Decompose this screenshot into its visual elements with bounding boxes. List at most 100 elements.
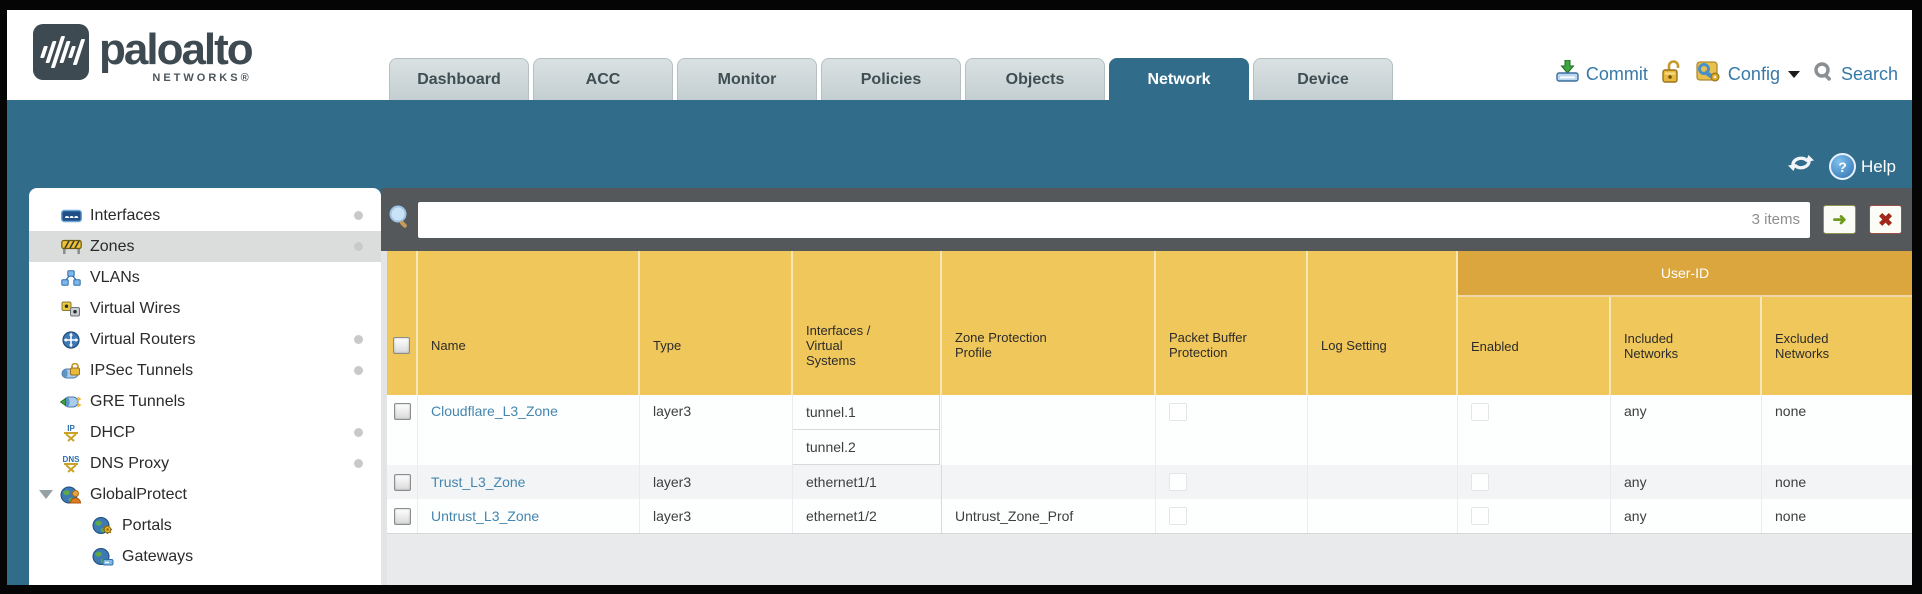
user-id-enabled-checkbox[interactable] <box>1471 473 1489 491</box>
green-arrow-icon: ➜ <box>1832 210 1847 229</box>
column-header-log-setting[interactable]: Log Setting <box>1308 251 1458 395</box>
row-select-cell <box>387 395 418 465</box>
zone-type-cell: layer3 <box>640 395 793 465</box>
virtual-routers-icon <box>59 330 83 349</box>
column-header-packet-buffer-protection[interactable]: Packet Buffer Protection <box>1156 251 1308 395</box>
utility-links: Commit Config Search <box>1555 10 1912 100</box>
help-icon: ? <box>1829 153 1857 180</box>
user-id-enabled-checkbox[interactable] <box>1471 507 1489 525</box>
search-label: Search <box>1840 64 1898 84</box>
row-checkbox[interactable] <box>393 507 411 525</box>
collapse-expander-icon[interactable] <box>39 490 53 499</box>
sidebar-item-ipsec-tunnels[interactable]: IPSec Tunnels <box>29 355 381 386</box>
apply-filter-button[interactable]: ➜ <box>1823 205 1856 234</box>
zone-protection-profile-cell: Untrust_Zone_Prof <box>942 499 1156 533</box>
column-header-name[interactable]: Name <box>418 251 640 395</box>
zone-name-link[interactable]: Cloudflare_L3_Zone <box>431 403 558 419</box>
excluded-networks-cell: none <box>1775 474 1807 490</box>
sidebar-item-zones[interactable]: Zones <box>29 231 381 262</box>
sidebar-item-globalprotect[interactable]: GlobalProtect <box>29 479 381 510</box>
status-dot <box>354 459 363 468</box>
tab-objects[interactable]: Objects <box>965 58 1105 100</box>
packet-buffer-checkbox[interactable] <box>1169 507 1187 525</box>
filter-search-icon <box>387 204 411 235</box>
help-button[interactable]: ? Help <box>1829 153 1896 180</box>
virtual-wires-icon <box>59 301 83 317</box>
paloalto-logo-icon <box>33 24 89 80</box>
search-icon <box>1813 61 1835 88</box>
red-x-icon: ✖ <box>1877 209 1894 230</box>
sidebar-item-virtual-routers[interactable]: Virtual Routers <box>29 324 381 355</box>
zone-type-cell: layer3 <box>640 499 793 533</box>
tab-monitor[interactable]: Monitor <box>677 58 817 100</box>
brand-text: paloalto NETWORKS® <box>99 24 254 84</box>
sidebar-item-portals[interactable]: Portals <box>29 510 381 541</box>
globalprotect-icon <box>59 486 83 504</box>
packet-buffer-protection-cell <box>1156 465 1308 499</box>
config-icon <box>1696 60 1722 88</box>
commit-label: Commit <box>1585 63 1648 84</box>
app-window: paloalto NETWORKS® Dashboard ACC Monitor… <box>7 10 1912 585</box>
status-dot <box>354 366 363 375</box>
lock-button[interactable] <box>1661 60 1683 88</box>
zones-table: Name Type Interfaces / Virtual Systems Z… <box>381 251 1912 585</box>
interface-entry: tunnel.1 <box>793 395 940 430</box>
global-search-button[interactable]: Search <box>1813 61 1898 88</box>
tab-policies[interactable]: Policies <box>821 58 961 100</box>
column-header-type[interactable]: Type <box>640 251 793 395</box>
tab-network[interactable]: Network <box>1109 58 1249 100</box>
unlocked-padlock-icon <box>1661 60 1683 88</box>
filter-toolbar: 3 items ➜ ✖ <box>381 188 1912 251</box>
log-setting-cell <box>1308 465 1458 499</box>
refresh-icon[interactable] <box>1787 151 1815 180</box>
packet-buffer-checkbox[interactable] <box>1169 403 1187 421</box>
column-header-excluded-networks[interactable]: Excluded Networks <box>1775 331 1830 361</box>
commit-button[interactable]: Commit <box>1555 59 1648 88</box>
filter-input[interactable] <box>418 201 1810 238</box>
row-checkbox[interactable] <box>393 403 411 420</box>
zone-protection-profile-cell <box>942 465 1156 499</box>
group-header-user-id: User-ID <box>1458 251 1912 297</box>
gateways-icon <box>91 547 115 566</box>
column-header-included-networks[interactable]: Included Networks <box>1611 297 1762 395</box>
sidebar-item-gateways[interactable]: Gateways <box>29 541 381 572</box>
filter-field-wrap: 3 items <box>418 201 1810 238</box>
column-header-interfaces[interactable]: Interfaces / Virtual Systems <box>793 251 942 395</box>
included-networks-cell: any <box>1611 499 1762 533</box>
brand-name: paloalto <box>99 25 254 74</box>
zones-icon <box>59 239 83 254</box>
tab-device[interactable]: Device <box>1253 58 1393 100</box>
user-id-enabled-checkbox[interactable] <box>1471 403 1489 421</box>
tab-acc[interactable]: ACC <box>533 58 673 100</box>
dhcp-icon: IP <box>59 424 83 442</box>
sidebar-item-dhcp[interactable]: IP DHCP <box>29 417 381 448</box>
column-header-enabled[interactable]: Enabled <box>1458 297 1611 395</box>
sidebar-item-gre-tunnels[interactable]: GRE Tunnels <box>29 386 381 417</box>
config-label: Config <box>1727 63 1780 84</box>
sidebar-item-vlans[interactable]: VLANs <box>29 262 381 293</box>
sidebar-item-interfaces[interactable]: Interfaces <box>29 200 381 231</box>
config-menu-button[interactable]: Config <box>1696 60 1800 88</box>
interfaces-cell: tunnel.1 tunnel.2 <box>793 395 942 465</box>
status-dot <box>354 428 363 437</box>
included-networks-cell: any <box>1611 465 1762 499</box>
row-checkbox[interactable] <box>393 473 411 491</box>
select-all-checkbox[interactable] <box>393 336 410 354</box>
interfaces-cell: ethernet1/2 <box>793 499 942 533</box>
user-id-group: User-ID Enabled Included Networks Exclud… <box>1458 251 1912 395</box>
clear-filter-button[interactable]: ✖ <box>1869 205 1902 234</box>
zone-name-link[interactable]: Trust_L3_Zone <box>431 474 526 490</box>
brand-subtitle: NETWORKS® <box>152 72 252 84</box>
status-dot <box>354 211 363 220</box>
zone-name-link[interactable]: Untrust_L3_Zone <box>431 508 540 524</box>
packet-buffer-checkbox[interactable] <box>1169 473 1187 491</box>
column-header-zone-protection-profile[interactable]: Zone Protection Profile <box>942 251 1156 395</box>
sidebar-item-dns-proxy[interactable]: DNS DNS Proxy <box>29 448 381 479</box>
included-networks-cell: any <box>1611 395 1762 465</box>
commit-icon <box>1555 59 1580 88</box>
packet-buffer-protection-cell <box>1156 499 1308 533</box>
sidebar-item-virtual-wires[interactable]: Virtual Wires <box>29 293 381 324</box>
tab-dashboard[interactable]: Dashboard <box>389 58 529 100</box>
zone-name-cell: Untrust_L3_Zone <box>418 499 640 533</box>
